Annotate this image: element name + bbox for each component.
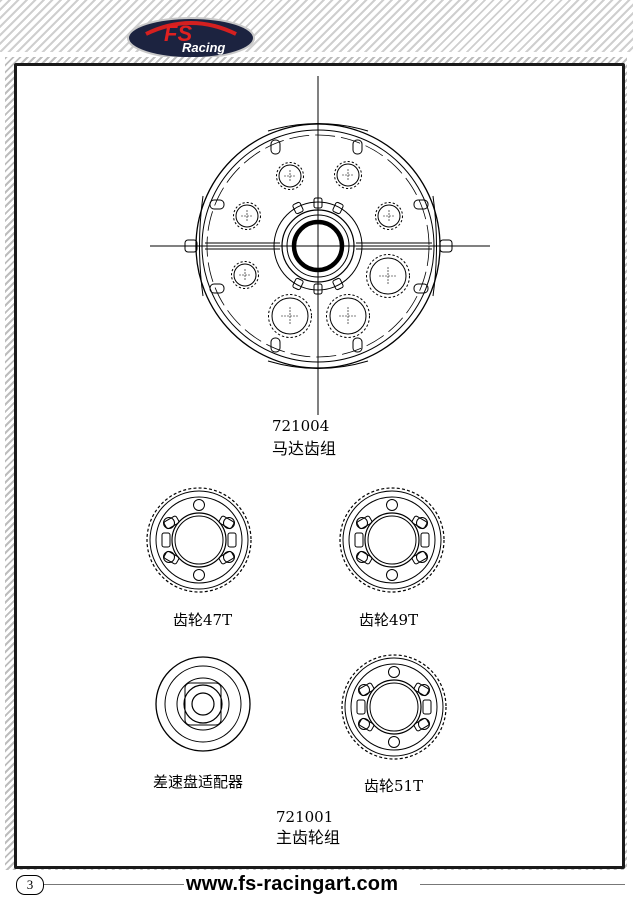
main-gear-set-name: 主齿轮组 — [276, 828, 341, 847]
gear-47t-label: 齿轮47T — [173, 611, 233, 629]
footer-rule-right — [420, 884, 625, 885]
gear-49t-label: 齿轮49T — [359, 611, 419, 629]
motor-gear-set-name: 马达齿组 — [272, 439, 337, 458]
gear-49t-diagram — [339, 487, 445, 593]
gear-47t-diagram — [146, 487, 252, 593]
gear-51t-diagram — [341, 654, 447, 760]
gear-51t-label: 齿轮51T — [364, 777, 424, 795]
diff-adapter-diagram — [155, 656, 251, 752]
footer-url[interactable]: www.fs-racingart.com — [186, 873, 399, 895]
logo-main-text: FS — [164, 21, 192, 46]
fs-racing-logo: FS Racing — [127, 17, 255, 59]
page-number: 3 — [16, 875, 44, 895]
motor-gear-set-part-number: 721004 — [272, 417, 330, 435]
header-stripes — [0, 0, 633, 52]
main-gear-set-part-number: 721001 — [276, 808, 334, 826]
page-frame — [14, 63, 625, 869]
motor-gear-set-diagram — [150, 76, 490, 415]
footer-rule-left — [44, 884, 184, 885]
diff-adapter-label: 差速盘适配器 — [153, 773, 244, 791]
logo-sub-text: Racing — [182, 40, 225, 55]
